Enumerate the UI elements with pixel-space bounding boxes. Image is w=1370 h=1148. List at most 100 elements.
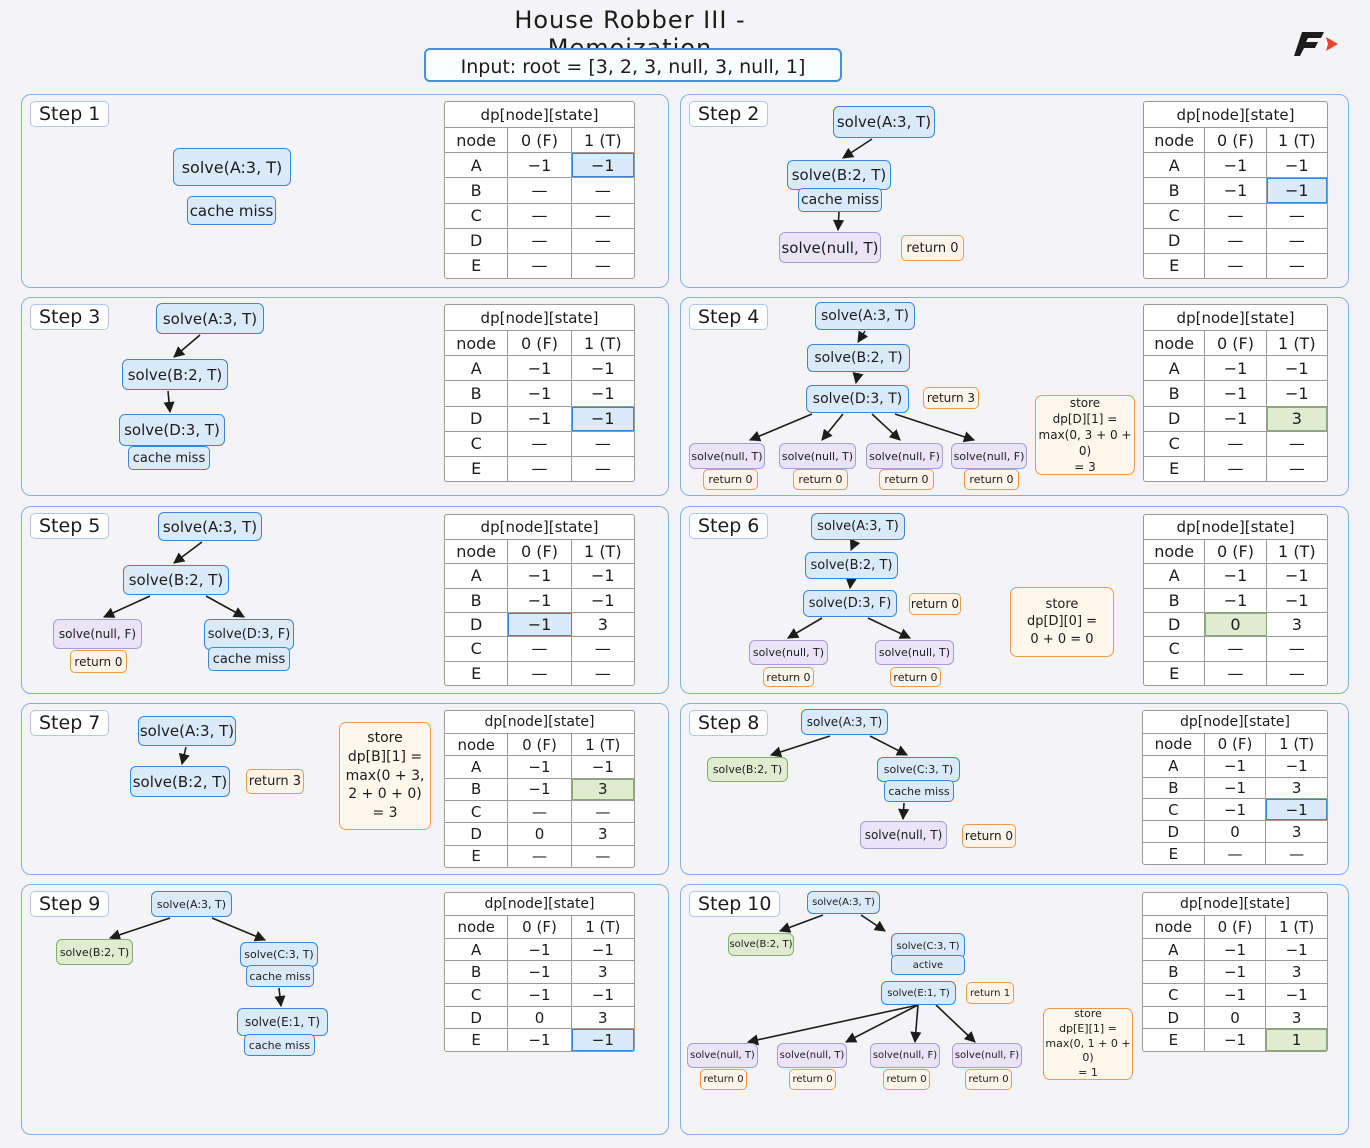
dp-table-row: B−1−1 bbox=[1144, 588, 1327, 613]
dp-table-row: D—— bbox=[445, 228, 634, 254]
dp-value-cell: −1 bbox=[1285, 383, 1309, 403]
dp-value-cell: 0 bbox=[508, 823, 572, 845]
step-label: Step 4 bbox=[689, 304, 769, 330]
dp-header-cell: 0 (F) bbox=[508, 540, 572, 564]
call-node-solve-b-2-t: solve(B:2, T) bbox=[123, 565, 229, 595]
dp-table-row: E—— bbox=[1143, 843, 1327, 864]
dp-node-cell: C bbox=[445, 203, 509, 228]
step-label: Step 7 bbox=[30, 710, 110, 736]
dp-header-cell: node bbox=[1144, 128, 1206, 153]
call-node-solve-b-2-t: solve(B:2, T) bbox=[130, 766, 230, 797]
dp-table-row: A−1−1 bbox=[1143, 938, 1327, 962]
call-node-solve-null-t: solve(null, T) bbox=[779, 232, 881, 263]
call-node-solve-b-2-t: solve(B:2, T) bbox=[787, 160, 891, 190]
dp-value-cell: −1 bbox=[591, 566, 615, 586]
dp-value-cell: — bbox=[1205, 661, 1267, 685]
dp-table-row: E—— bbox=[445, 456, 634, 482]
step-label: Step 2 bbox=[689, 101, 769, 127]
dp-value-cell: — bbox=[1205, 203, 1267, 228]
call-node-solve-d-3-t: solve(D:3, T) bbox=[119, 414, 225, 446]
step-label: Step 9 bbox=[30, 891, 110, 917]
return-badge: return 0 bbox=[763, 667, 814, 687]
dp-node-cell: A bbox=[445, 356, 509, 381]
dp-value-cell: — bbox=[1288, 434, 1305, 454]
dp-value-cell: 3 bbox=[598, 824, 608, 843]
dp-value-cell: — bbox=[1289, 844, 1305, 863]
call-node-solve-c-3-t: solve(C:3, T) bbox=[240, 942, 318, 967]
dp-node-cell: A bbox=[1143, 938, 1205, 961]
dp-value-cell: −1 bbox=[1285, 940, 1308, 959]
dp-table-row: E—— bbox=[445, 845, 634, 867]
dp-value-cell: — bbox=[508, 637, 572, 661]
dp-value-cell: −1 bbox=[508, 984, 572, 1006]
call-node-solve-e-1-t: solve(E:1, T) bbox=[237, 1008, 328, 1036]
store-note-line: 2 + 0 + 0) bbox=[348, 786, 422, 803]
dp-table-row: A−1−1 bbox=[445, 356, 634, 382]
dp-value-cell: −1 bbox=[571, 406, 634, 431]
dp-value-cell: −1 bbox=[508, 961, 572, 984]
dp-value-cell: −1 bbox=[591, 757, 614, 776]
dp-value-cell: −1 bbox=[1205, 588, 1267, 612]
dp-table-row: E—— bbox=[445, 253, 634, 279]
cache-miss-badge: cache miss bbox=[246, 965, 314, 987]
dp-value-cell: — bbox=[508, 178, 572, 203]
dp-header-cell: node bbox=[445, 916, 509, 938]
return-badge: return 0 bbox=[965, 1069, 1012, 1090]
dp-value-cell: −1 bbox=[1285, 566, 1309, 586]
dp-header-cell: node bbox=[445, 128, 509, 153]
step-label: Step 3 bbox=[30, 304, 110, 330]
step-label: Step 5 bbox=[30, 513, 110, 539]
dp-node-cell: D bbox=[445, 406, 509, 431]
dp-node-cell: A bbox=[1144, 356, 1206, 381]
return-badge: return 0 bbox=[793, 469, 848, 490]
store-note-line: max(0 + 3, bbox=[345, 767, 425, 784]
dp-table-caption: dp[node][state] bbox=[1144, 305, 1327, 331]
return-badge: return 0 bbox=[901, 235, 964, 261]
dp-table-row: A−1−1 bbox=[1144, 153, 1327, 179]
dp-node-cell: D bbox=[1144, 228, 1206, 253]
dp-node-cell: C bbox=[445, 431, 509, 456]
dp-value-cell: — bbox=[508, 661, 572, 685]
dp-value-cell: 3 bbox=[598, 1008, 608, 1027]
dp-value-cell: −1 bbox=[508, 588, 572, 612]
dp-value-cell: — bbox=[508, 800, 572, 823]
dp-node-cell: E bbox=[1144, 253, 1206, 279]
cache-miss-badge: cache miss bbox=[128, 446, 210, 470]
dp-value-cell: — bbox=[594, 663, 611, 683]
dp-table-row: E—— bbox=[1144, 253, 1327, 279]
dp-node-cell: A bbox=[445, 938, 509, 961]
dp-table-row: C—— bbox=[1144, 431, 1327, 457]
dp-table-caption: dp[node][state] bbox=[1143, 711, 1327, 734]
dp-value-cell: 0 bbox=[508, 1006, 572, 1029]
dp-header-cell: node bbox=[1143, 734, 1205, 755]
store-note-line: dp[B][1] = bbox=[347, 748, 423, 765]
dp-value-cell: — bbox=[1205, 431, 1267, 456]
dp-value-cell: −1 bbox=[1205, 564, 1267, 588]
dp-value-cell: 3 bbox=[598, 963, 608, 982]
dp-value-cell: −1 bbox=[1205, 799, 1267, 821]
store-note-line: store bbox=[367, 729, 403, 746]
dp-node-cell: B bbox=[1144, 178, 1206, 203]
dp-value-cell: 1 bbox=[1266, 1029, 1328, 1052]
dp-value-cell: −1 bbox=[508, 406, 572, 431]
dp-header-cell: 0 (F) bbox=[1205, 331, 1267, 356]
dp-node-cell: E bbox=[1143, 1029, 1205, 1052]
call-node-solve-null-t: solve(null, T) bbox=[687, 1043, 758, 1068]
store-note-line: 0 + 0 = 0 bbox=[1030, 631, 1094, 647]
dp-value-cell: — bbox=[1205, 637, 1267, 661]
store-note-line: = 3 bbox=[1074, 460, 1096, 475]
dp-table-row: D−1−1 bbox=[445, 406, 634, 432]
call-node-solve-a-3-t: solve(A:3, T) bbox=[807, 891, 880, 914]
call-node-solve-e-1-t: solve(E:1, T) bbox=[881, 981, 956, 1005]
call-node-solve-b-2-t: solve(B:2, T) bbox=[56, 939, 133, 965]
dp-header-cell: 1 (T) bbox=[1279, 917, 1315, 936]
dp-table-row: E—— bbox=[1144, 661, 1327, 685]
dp-header-cell: 0 (F) bbox=[508, 128, 572, 153]
store-note-line: store bbox=[1074, 1006, 1102, 1020]
store-note-line: dp[E][1] = bbox=[1059, 1021, 1117, 1035]
